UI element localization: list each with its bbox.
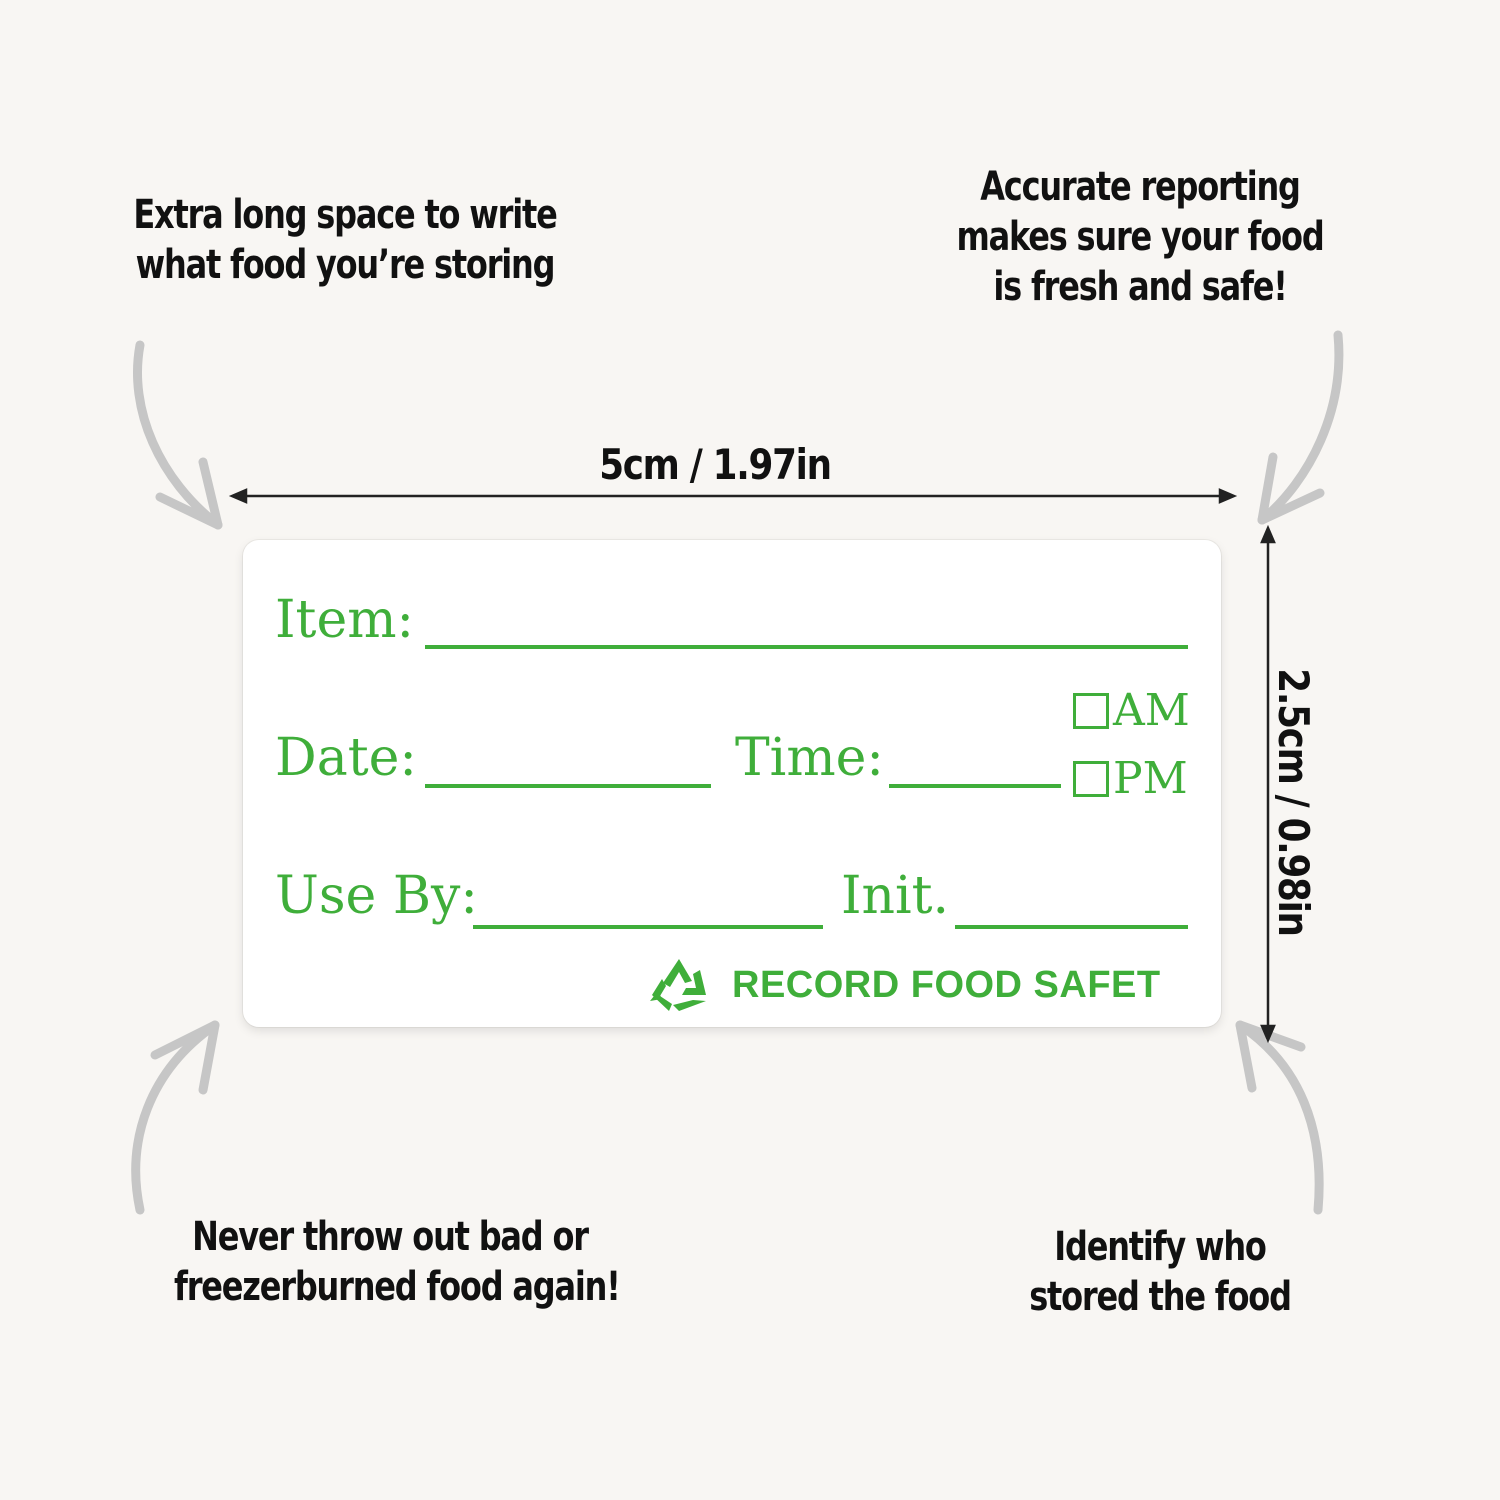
use-by-write-line	[473, 925, 823, 929]
curved-arrow-bottom-left	[131, 1020, 220, 1215]
pm-checkbox-icon	[1073, 760, 1109, 797]
arrowhead-bottom-left	[150, 1020, 220, 1095]
item-write-line	[425, 645, 1188, 649]
callout-line: Identify who	[1054, 1224, 1267, 1270]
width-arrow-right	[1218, 488, 1238, 504]
callout-line: Accurate reporting	[980, 164, 1301, 210]
am-option: AM	[1073, 685, 1190, 736]
recycle-icon	[650, 959, 706, 1011]
brand-name: RECORD FOOD SAFET	[732, 963, 1161, 1006]
time-write-line	[889, 784, 1061, 788]
callout-line: is fresh and safe!	[993, 264, 1287, 310]
callout-bottom-right: Identify who stored the food	[1000, 1222, 1320, 1322]
brand-mark: RECORD FOOD SAFET	[648, 955, 1161, 1015]
init-write-line	[955, 925, 1188, 929]
pm-option-label: PM	[1113, 753, 1188, 804]
item-field-label: Item:	[275, 590, 415, 650]
am-option-label: AM	[1113, 685, 1190, 736]
height-arrow-bottom	[1260, 1024, 1276, 1044]
callout-line: stored the food	[1029, 1274, 1292, 1320]
callout-line: what food you’re storing	[135, 242, 556, 288]
callout-bottom-left: Never throw out bad or freezerburned foo…	[174, 1212, 621, 1312]
curved-arrow-top-right	[1257, 330, 1344, 525]
width-dimension-label: 5cm / 1.97in	[599, 440, 832, 489]
food-label-sticker: Item: AM PM Date: Time: Use By: Init. RE…	[243, 540, 1221, 1027]
width-arrow-left	[228, 488, 248, 504]
init-field-label: Init.	[841, 866, 950, 926]
arrowhead-top-right	[1257, 452, 1325, 525]
date-field-label: Date:	[275, 728, 417, 788]
arrowhead-top-left	[155, 457, 223, 530]
height-arrow-top	[1260, 524, 1276, 544]
callout-line: makes sure your food	[956, 214, 1324, 260]
callout-top-right: Accurate reporting makes sure your food …	[940, 162, 1340, 312]
callout-line: Extra long space to write	[133, 192, 557, 238]
callout-line: freezerburned food again!	[174, 1264, 621, 1310]
curved-arrow-top-left	[133, 340, 223, 530]
pm-option: PM	[1073, 753, 1188, 804]
curved-arrow-bottom-right	[1235, 1020, 1324, 1215]
arrowhead-bottom-right	[1235, 1020, 1306, 1093]
time-field-label: Time:	[735, 728, 884, 788]
callout-line: Never throw out bad or	[192, 1214, 589, 1260]
am-checkbox-icon	[1073, 692, 1109, 729]
use-by-field-label: Use By:	[275, 866, 478, 926]
callout-top-left: Extra long space to write what food you’…	[117, 190, 573, 290]
date-write-line	[425, 784, 711, 788]
